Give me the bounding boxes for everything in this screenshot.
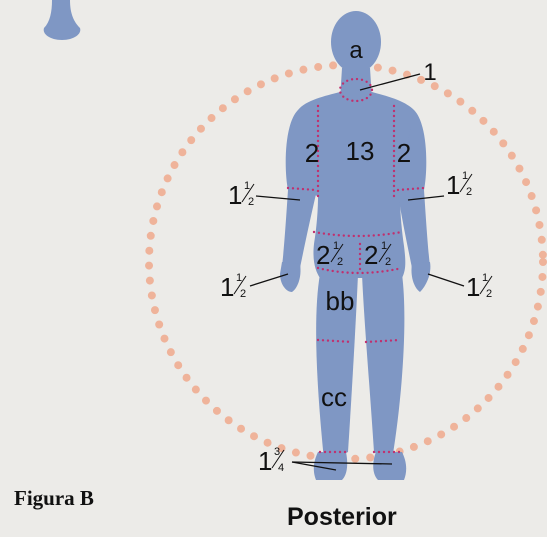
right-buttock-label-whole: 2 [364, 240, 378, 270]
back-label: 13 [346, 136, 375, 166]
left-upper-arm-label: 2 [305, 138, 319, 168]
thigh-label: bb [326, 286, 355, 316]
body-silhouette [280, 11, 430, 480]
right-forearm-label-whole: 1 [446, 170, 460, 200]
right-upper-arm-label: 2 [397, 138, 411, 168]
right-hand-label: 1 1 2 [466, 272, 492, 302]
leg-label: cc [321, 382, 347, 412]
left-buttock-label-whole: 2 [316, 240, 330, 270]
left-foot-shape [314, 452, 347, 480]
left-hand-label: 1 1 2 [220, 272, 246, 302]
left-hand-label-numerator: 1 [236, 272, 242, 284]
left-buttock-label-numerator: 1 [333, 240, 339, 252]
right-hand-label-whole: 1 [466, 272, 480, 302]
foot-label-denominator: 4 [278, 462, 284, 474]
right-buttock-label-denominator: 2 [385, 256, 391, 268]
right-hand-label-denominator: 2 [486, 288, 492, 300]
left-forearm-label-whole: 1 [228, 180, 242, 210]
right-hand-leader-line [428, 274, 464, 286]
left-hand-label-whole: 1 [220, 272, 234, 302]
figure-caption: Figura B [14, 486, 94, 511]
neck-label: 1 [423, 59, 436, 86]
left-buttock-label-denominator: 2 [337, 256, 343, 268]
partial-foot-shape [44, 0, 81, 40]
left-forearm-label-denominator: 2 [248, 196, 254, 208]
right-hand-shape [411, 262, 430, 292]
right-forearm-label-denominator: 2 [466, 186, 472, 198]
left-hand-label-denominator: 2 [240, 288, 246, 300]
right-leg-shape [362, 274, 404, 460]
right-foot-shape [373, 452, 406, 480]
right-forearm-label-numerator: 1 [462, 170, 468, 182]
head-label: a [349, 37, 363, 64]
right-hand-label-numerator: 1 [482, 272, 488, 284]
left-forearm-label-numerator: 1 [244, 180, 250, 192]
right-forearm-label: 1 1 2 [446, 170, 472, 200]
left-hand-shape [280, 262, 301, 292]
left-forearm-label: 1 1 2 [228, 180, 254, 210]
view-label: Posterior [287, 503, 397, 532]
foot-label-whole: 1 [258, 446, 272, 476]
right-buttock-label-numerator: 1 [381, 240, 387, 252]
foot-label-numerator: 3 [274, 446, 280, 458]
